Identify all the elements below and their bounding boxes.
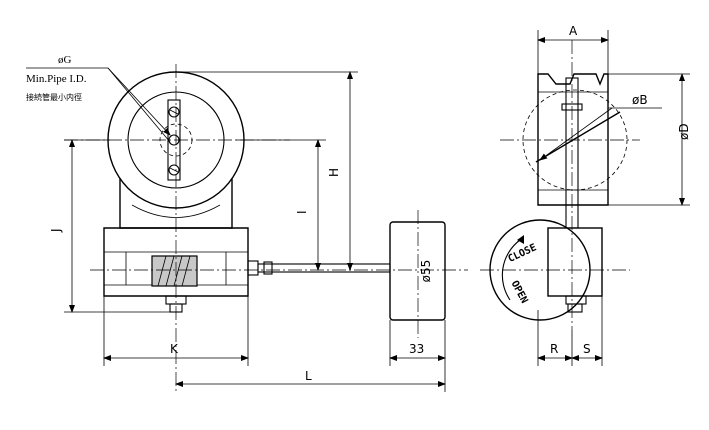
gearbox-side bbox=[547, 227, 603, 297]
handwheel-diameter-label: ø55 bbox=[419, 260, 433, 283]
l-label: L bbox=[305, 369, 312, 383]
worm-gear bbox=[151, 255, 198, 287]
b-diameter-label: øB bbox=[632, 93, 648, 107]
k-label: K bbox=[170, 342, 179, 356]
i-label: I bbox=[295, 210, 309, 214]
disc-line bbox=[535, 111, 621, 163]
j-label: J bbox=[49, 228, 63, 233]
h-label: H bbox=[327, 168, 341, 177]
g-diameter-label: øG bbox=[58, 54, 72, 66]
side-view-dimensions: A øD øB R S bbox=[537, 24, 691, 366]
handwheel-side bbox=[389, 221, 446, 321]
min-pipe-cjk-label: 接続管最小内徑 bbox=[26, 92, 82, 102]
a-label: A bbox=[569, 24, 578, 38]
close-label: CLOSE bbox=[506, 242, 538, 265]
s-label: S bbox=[583, 342, 591, 356]
input-shaft bbox=[257, 263, 391, 273]
valve-body-profile bbox=[537, 73, 609, 206]
front-view bbox=[64, 64, 468, 392]
side-view: CLOSE OPEN bbox=[480, 40, 640, 330]
min-pipe-label: Min.Pipe I.D. bbox=[26, 73, 87, 85]
front-view-dimensions: øG Min.Pipe I.D. 接続管最小内徑 H I J K L 33 ø5… bbox=[26, 54, 446, 392]
r-label: R bbox=[550, 342, 558, 356]
d-diameter-label: øD bbox=[677, 123, 691, 140]
open-label: OPEN bbox=[509, 279, 530, 305]
handwheel-width-label: 33 bbox=[409, 342, 424, 356]
